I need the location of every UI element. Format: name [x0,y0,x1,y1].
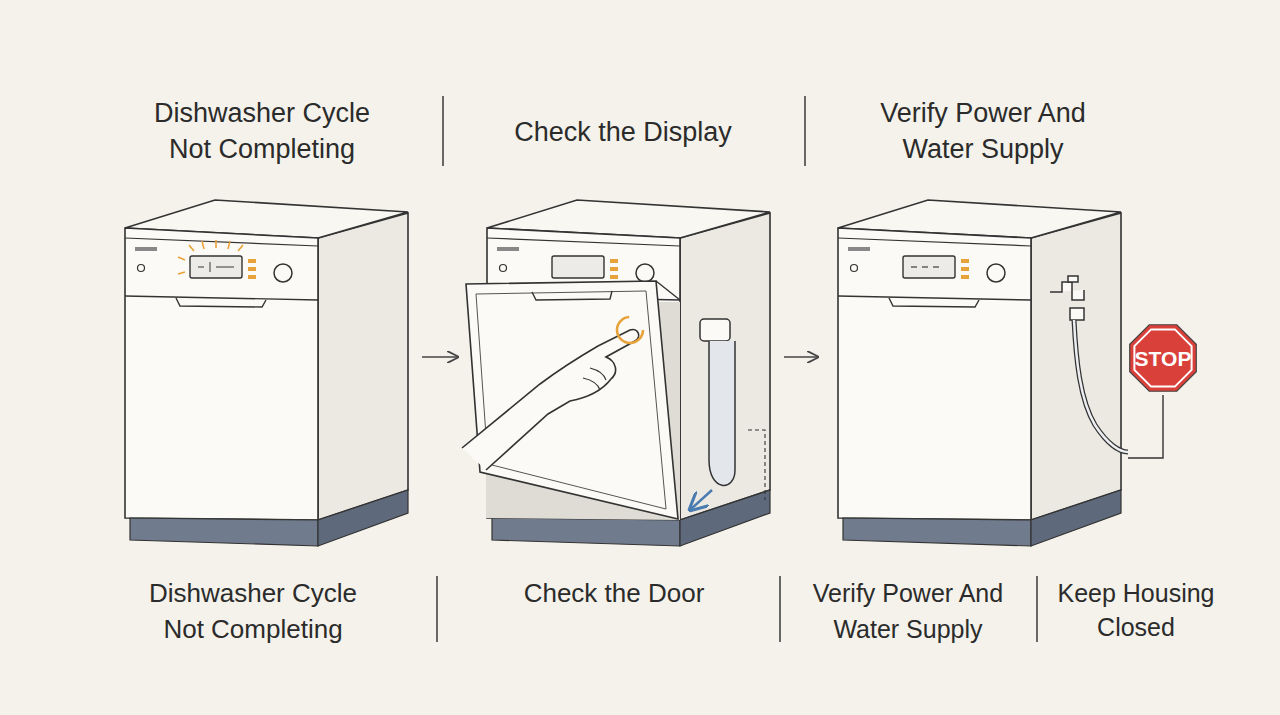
stop-sign: STOP [1126,321,1200,395]
display-dashes [911,266,939,267]
step-caption: Check the Door [464,575,764,611]
hand [462,329,639,470]
sign-text: STOP [1126,321,1200,395]
step-heading: Dishwasher Cycle Not Completing [132,95,392,167]
step-heading: Verify Power And Water Supply [858,95,1108,167]
dishwasher-open-door [462,200,770,546]
step-caption: Dishwasher Cycle Not Completing [123,575,383,647]
dishwasher-supply [838,200,1163,546]
step-panel: Check the DisplayCheck the Door [462,95,780,650]
drain-hose [690,319,765,510]
step-panel: Verify Power And Water SupplyVerify Powe… [822,95,1122,650]
display-segments [198,262,234,272]
step-heading: Check the Display [473,114,773,150]
note-label: Keep Housing Closed [1051,576,1221,644]
flow-arrow [784,356,818,358]
step-caption: Verify Power And Water Supply [801,575,1016,647]
dishwasher-illustration [125,200,408,546]
step-panel: Dishwasher Cycle Not CompletingDishwashe… [112,95,418,650]
flow-arrow [422,356,458,358]
press-indicator [617,317,643,343]
display-glow [178,240,243,274]
